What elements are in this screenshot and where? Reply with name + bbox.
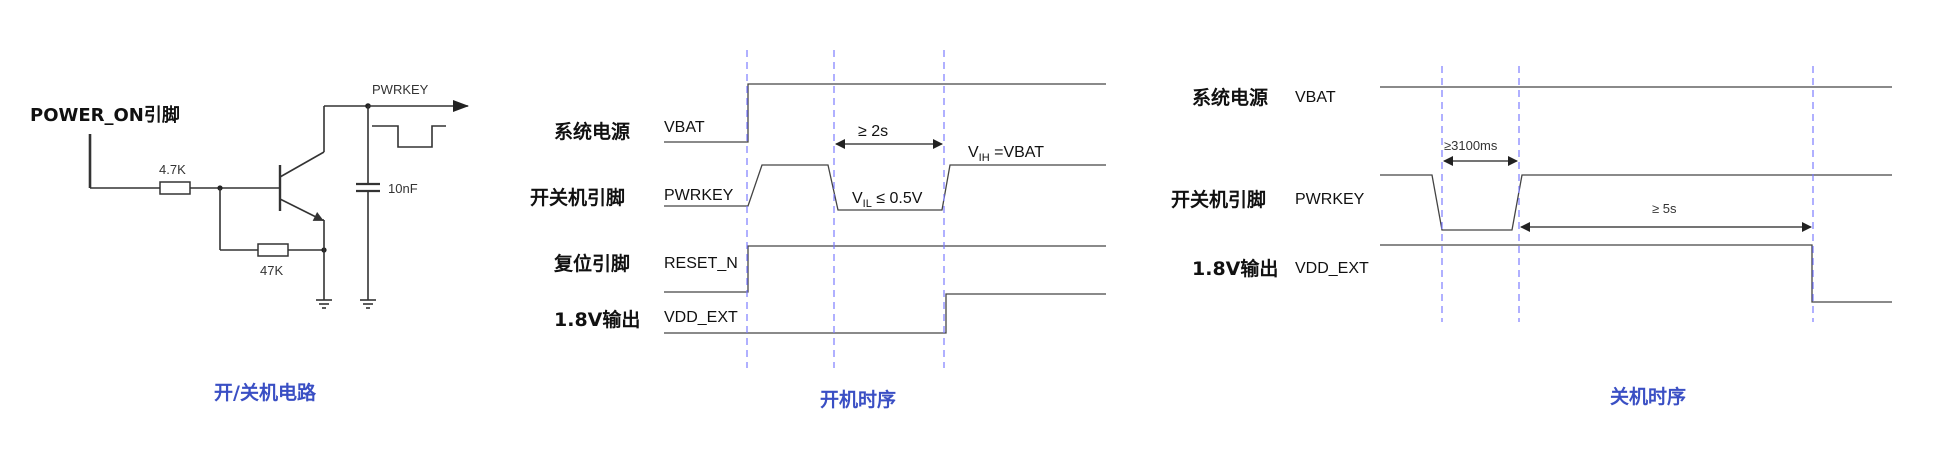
off-signal-vbat-en: VBAT: [1295, 89, 1336, 106]
power-on-pin-label: POWER_ON引脚: [30, 105, 180, 126]
circuit-caption: 开/关机电路: [214, 381, 317, 404]
off-signal-pwrkey-cn: 开关机引脚: [1171, 188, 1266, 211]
vih-rest: =VBAT: [990, 144, 1045, 161]
resistor-r1-label: 4.7K: [159, 162, 186, 177]
signal-vddext-en: VDD_EXT: [664, 309, 738, 326]
pulse-waveform-icon: [372, 125, 446, 148]
vil-rest: ≤ 0.5V: [872, 190, 923, 207]
transistor-emitter: [279, 198, 324, 221]
pwrkey-output-label: PWRKEY: [372, 82, 429, 97]
off-signal-vbat-cn: 系统电源: [1192, 86, 1268, 109]
signal-vbat-cn: 系统电源: [554, 120, 630, 143]
power-off-timing: 系统电源 VBAT 开关机引脚 PWRKEY 1.8V输出 VDD_EXT ≥3…: [1171, 66, 1892, 408]
signal-reset-en: RESET_N: [664, 255, 738, 272]
off-signal-vddext-cn: 1.8V输出: [1192, 257, 1278, 280]
off-waveform-vddext: [1380, 244, 1892, 303]
resistor-r1: [159, 181, 191, 195]
min-press-label: ≥ 2s: [858, 123, 888, 140]
vil-v: V: [852, 190, 863, 207]
signal-reset-cn: 复位引脚: [553, 252, 630, 275]
resistor-r2: [257, 243, 289, 257]
vih-label: VIH =VBAT: [968, 144, 1044, 164]
waveform-pwrkey: [664, 164, 1106, 211]
signal-pwrkey-en: PWRKEY: [664, 187, 734, 204]
capacitor-label: 10nF: [388, 181, 418, 196]
vil-label: VIL ≤ 0.5V: [852, 190, 923, 210]
off-signal-pwrkey-en: PWRKEY: [1295, 191, 1365, 208]
off-waveform-pwrkey: [1380, 174, 1892, 231]
waveform-reset: [664, 245, 1106, 293]
resistor-r2-label: 47K: [260, 263, 283, 278]
power-on-caption: 开机时序: [820, 388, 896, 411]
waveform-vbat: [664, 83, 1106, 143]
signal-pwrkey-cn: 开关机引脚: [530, 186, 625, 209]
signal-vbat-en: VBAT: [664, 119, 705, 136]
off-min-press-label: ≥3100ms: [1444, 138, 1498, 153]
vih-v: V: [968, 144, 979, 161]
signal-vddext-cn: 1.8V输出: [554, 308, 640, 331]
vil-sub: IL: [863, 198, 872, 210]
waveform-vddext: [664, 293, 1106, 334]
transistor-collector: [279, 151, 325, 178]
circuit-schematic: POWER_ON引脚 4.7K 47K PWRKEY: [30, 82, 469, 404]
power-on-timing: 系统电源 VBAT 开关机引脚 PWRKEY 复位引脚 RESET_N 1.8V…: [530, 50, 1106, 411]
ground-icon: [316, 299, 332, 309]
ground-icon: [360, 299, 376, 309]
off-min-off-label: ≥ 5s: [1652, 201, 1677, 216]
power-off-caption: 关机时序: [1610, 385, 1686, 408]
vih-sub: IH: [979, 152, 990, 164]
off-signal-vddext-en: VDD_EXT: [1295, 260, 1369, 277]
